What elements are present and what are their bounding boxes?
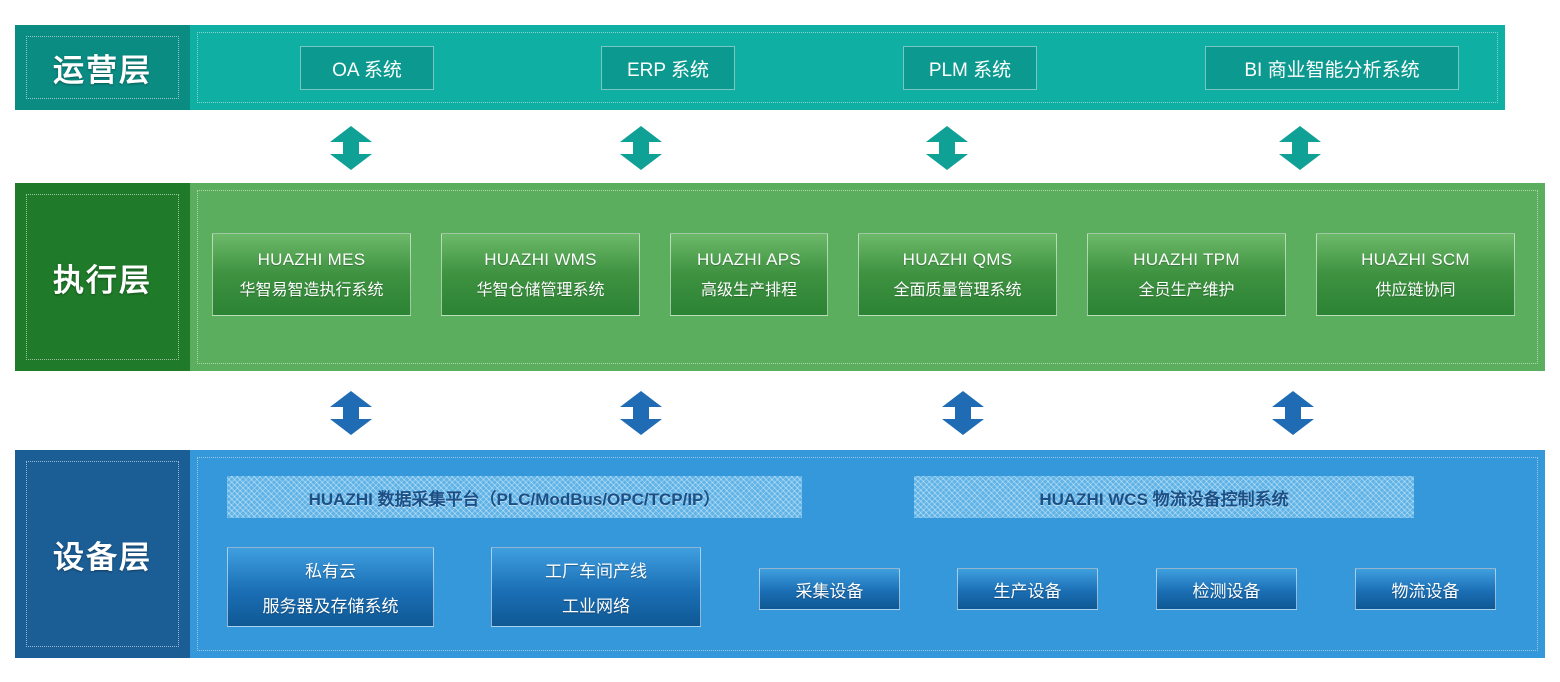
- device-platform-banner[interactable]: HUAZHI WCS 物流设备控制系统: [914, 476, 1414, 518]
- execution-layer: 执行层 HUAZHI MES 华智易智造执行系统 HUAZHI WMS 华智仓储管理系…: [15, 183, 1545, 371]
- execution-system-name: 华智易智造执行系统: [239, 281, 384, 299]
- device-infrastructure-line2: 工业网络: [562, 597, 630, 616]
- double-arrow-vertical-icon: [1270, 390, 1316, 436]
- execution-system-box[interactable]: HUAZHI MES 华智易智造执行系统: [212, 233, 411, 316]
- device-equipment-label: 生产设备: [993, 581, 1062, 601]
- execution-system-box[interactable]: HUAZHI WMS 华智仓储管理系统: [441, 233, 640, 316]
- device-layer: 设备层 HUAZHI 数据采集平台（PLC/ModBus/OPC/TCP/IP）…: [15, 450, 1545, 658]
- double-arrow-vertical-icon: [1277, 125, 1323, 171]
- device-platform-banner-label: HUAZHI 数据采集平台（PLC/ModBus/OPC/TCP/IP）: [308, 489, 721, 509]
- execution-system-box[interactable]: HUAZHI TPM 全员生产维护: [1087, 233, 1286, 316]
- operations-system-label: OA 系统: [332, 59, 402, 81]
- operations-system-label: ERP 系统: [626, 59, 709, 81]
- execution-system-code: HUAZHI TPM: [1133, 249, 1240, 269]
- device-platform-banner[interactable]: HUAZHI 数据采集平台（PLC/ModBus/OPC/TCP/IP）: [227, 476, 802, 518]
- device-equipment-box[interactable]: 生产设备: [957, 568, 1098, 610]
- operations-system-box[interactable]: PLM 系统: [903, 46, 1037, 90]
- device-infrastructure-box[interactable]: 私有云服务器及存储系统: [227, 547, 434, 627]
- execution-system-name: 华智仓储管理系统: [476, 281, 605, 299]
- operations-system-label: PLM 系统: [928, 59, 1012, 81]
- execution-system-name: 全员生产维护: [1138, 281, 1235, 299]
- device-layer-label: 设备层: [15, 450, 190, 658]
- operations-system-box[interactable]: ERP 系统: [601, 46, 735, 90]
- execution-system-code: HUAZHI APS: [696, 249, 802, 269]
- dotted-frame-decoration: [26, 194, 179, 360]
- device-infrastructure-box[interactable]: 工厂车间产线工业网络: [491, 547, 701, 627]
- device-equipment-label: 采集设备: [795, 581, 864, 601]
- device-equipment-box[interactable]: 物流设备: [1355, 568, 1496, 610]
- operations-layer-title: 运营层: [53, 53, 152, 88]
- execution-system-box[interactable]: HUAZHI APS 高级生产排程: [670, 233, 828, 316]
- device-infrastructure-line1: 私有云: [305, 562, 356, 581]
- operations-system-list: OA 系统 ERP 系统 PLM 系统 BI 商业智能分析系统: [190, 25, 1505, 110]
- double-arrow-vertical-icon: [618, 390, 664, 436]
- device-infrastructure-line1: 工厂车间产线: [545, 562, 647, 581]
- operations-system-box[interactable]: BI 商业智能分析系统: [1205, 46, 1459, 90]
- execution-system-code: HUAZHI WMS: [484, 249, 597, 269]
- execution-system-code: HUAZHI QMS: [902, 249, 1013, 269]
- execution-system-code: HUAZHI SCM: [1361, 249, 1470, 269]
- device-layer-title: 设备层: [53, 539, 152, 575]
- dotted-frame-decoration: [26, 36, 179, 99]
- execution-layer-title: 执行层: [53, 262, 152, 298]
- device-infrastructure-line2: 服务器及存储系统: [262, 597, 399, 616]
- device-content-area: HUAZHI 数据采集平台（PLC/ModBus/OPC/TCP/IP） HUAZ…: [190, 450, 1545, 658]
- operations-layer: 运营层 OA 系统 ERP 系统 PLM 系统 BI 商业智能分析系统: [15, 25, 1505, 110]
- operations-layer-label: 运营层: [15, 25, 190, 110]
- execution-system-name: 全面质量管理系统: [893, 281, 1022, 299]
- device-equipment-box[interactable]: 检测设备: [1156, 568, 1297, 610]
- operations-system-label: BI 商业智能分析系统: [1244, 59, 1420, 81]
- double-arrow-vertical-icon: [328, 125, 374, 171]
- device-equipment-label: 检测设备: [1192, 581, 1261, 601]
- double-arrow-vertical-icon: [328, 390, 374, 436]
- double-arrow-vertical-icon: [940, 390, 986, 436]
- double-arrow-vertical-icon: [618, 125, 664, 171]
- execution-system-code: HUAZHI MES: [257, 249, 366, 269]
- dotted-frame-decoration: [26, 461, 179, 647]
- operations-layer-body: OA 系统 ERP 系统 PLM 系统 BI 商业智能分析系统: [190, 25, 1505, 110]
- device-layer-body: HUAZHI 数据采集平台（PLC/ModBus/OPC/TCP/IP） HUAZ…: [190, 450, 1545, 658]
- device-equipment-label: 物流设备: [1391, 581, 1460, 601]
- execution-system-name: 供应链协同: [1375, 281, 1456, 299]
- device-platform-banner-label: HUAZHI WCS 物流设备控制系统: [1039, 489, 1289, 509]
- execution-layer-label: 执行层: [15, 183, 190, 371]
- execution-system-box[interactable]: HUAZHI SCM 供应链协同: [1316, 233, 1515, 316]
- device-equipment-box[interactable]: 采集设备: [759, 568, 900, 610]
- execution-system-box[interactable]: HUAZHI QMS 全面质量管理系统: [858, 233, 1057, 316]
- execution-system-name: 高级生产排程: [700, 281, 797, 299]
- double-arrow-vertical-icon: [924, 125, 970, 171]
- operations-system-box[interactable]: OA 系统: [300, 46, 434, 90]
